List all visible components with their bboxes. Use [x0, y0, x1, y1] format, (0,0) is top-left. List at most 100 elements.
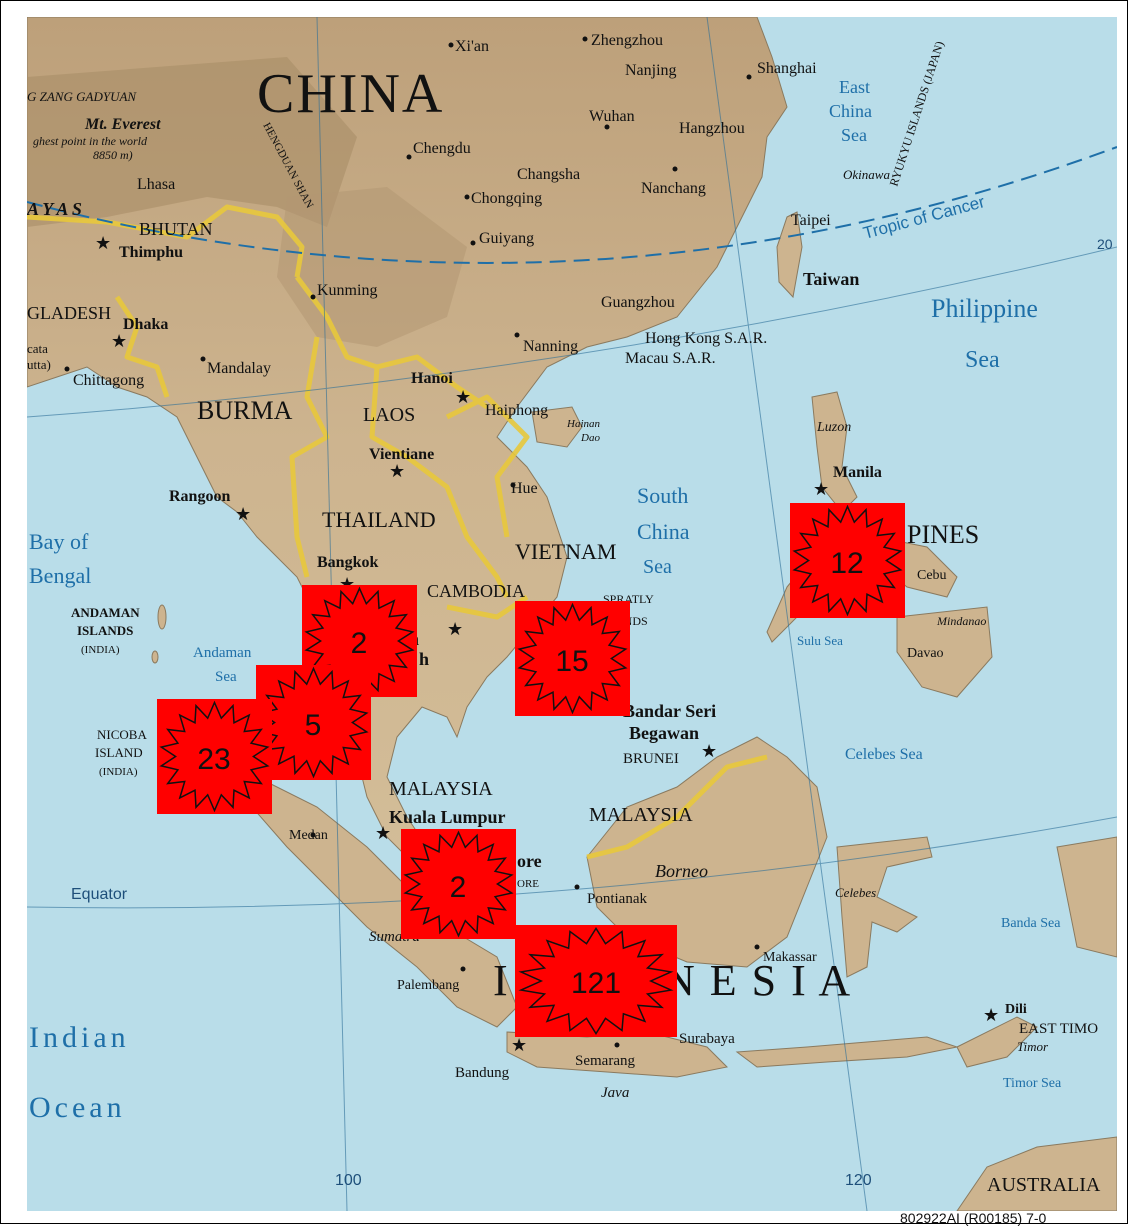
water-south-china-sea-3: Sea — [643, 556, 672, 578]
sulawesi-island — [836, 836, 933, 978]
city-bandar-seri-1: Bandar Seri — [623, 701, 716, 721]
badge-java[interactable]: 121 — [515, 925, 677, 1037]
city-palembang: Palembang — [397, 978, 459, 993]
label-timor: Timor — [1017, 1039, 1049, 1054]
label-everest-note-2: 8850 m) — [93, 148, 133, 162]
badge-singapore[interactable]: 2 — [401, 829, 516, 939]
tropic-of-cancer-line — [27, 146, 1117, 264]
svg-text:★: ★ — [455, 387, 471, 407]
country-label-philippines: PINES — [907, 520, 979, 549]
new-guinea-edge — [1056, 836, 1117, 958]
svg-text:★: ★ — [389, 461, 405, 481]
label-singapore-fragment: ore — [517, 851, 542, 871]
city-guangzhou: Guangzhou — [601, 294, 675, 311]
label-himalayas: A Y A S — [27, 199, 82, 219]
label-penh-fragment-2: h — [419, 649, 429, 669]
svg-text:★: ★ — [111, 331, 127, 351]
water-bay-of-bengal-2: Bengal — [29, 563, 91, 588]
country-borders — [27, 204, 768, 860]
badge-vietnam-south[interactable]: 15 — [515, 601, 630, 716]
country-label-thailand: THAILAND — [322, 507, 436, 532]
city-thimphu: Thimphu — [119, 244, 183, 261]
water-philippine-sea-2: Sea — [965, 347, 1000, 373]
water-indian-ocean-1: Indian — [29, 1021, 130, 1054]
city-makassar: Makassar — [763, 950, 817, 965]
country-label-bhutan: BHUTAN — [139, 219, 213, 239]
city-wuhan: Wuhan — [589, 108, 635, 125]
water-south-china-sea-2: China — [637, 519, 690, 544]
label-everest-note-1: ghest point in the world — [33, 134, 148, 148]
water-indian-ocean-2: Ocean — [29, 1091, 126, 1124]
label-nicobar-2: ISLAND — [95, 745, 143, 760]
svg-text:★: ★ — [447, 619, 463, 639]
city-chengdu: Chengdu — [413, 140, 471, 157]
water-philippine-sea-1: Philippine — [931, 294, 1038, 323]
label-andaman-islands-2: ISLANDS — [77, 623, 133, 638]
city-bandung: Bandung — [455, 1065, 510, 1081]
label-singapore-fragment-2: ORE — [517, 878, 539, 890]
city-hong-kong: Hong Kong S.A.R. — [645, 330, 767, 347]
hainan-island — [531, 406, 583, 448]
country-label-australia: AUSTRALIA — [987, 1174, 1101, 1196]
label-nicobar-1: NICOBA — [97, 727, 147, 742]
city-rangoon: Rangoon — [169, 488, 230, 505]
label-luzon: Luzon — [816, 420, 851, 435]
water-east-china-sea-2: China — [829, 101, 872, 121]
label-andaman-islands-1: ANDAMAN — [71, 605, 140, 620]
badge-value: 2 — [450, 871, 467, 904]
city-xian: Xi'an — [455, 38, 489, 55]
map-credit: 802922AI (R00185) 7-0 — [900, 1210, 1047, 1226]
taiwan-island — [776, 211, 803, 299]
label-kolkata-1: cata — [27, 341, 48, 356]
country-label-burma: BURMA — [197, 396, 293, 425]
city-nanchang: Nanchang — [641, 180, 706, 197]
timor-island — [956, 1016, 1038, 1068]
city-mandalay: Mandalay — [207, 360, 271, 377]
label-mindanao: Mindanao — [936, 614, 986, 628]
water-bay-of-bengal-1: Bay of — [29, 529, 89, 554]
badge-andaman-coast[interactable]: 5 — [256, 665, 371, 780]
city-dot-markers — [64, 36, 760, 1048]
city-guiyang: Guiyang — [479, 230, 534, 247]
city-chittagong: Chittagong — [73, 372, 144, 389]
label-kolkata-2: utta) — [27, 357, 51, 372]
badge-value: 5 — [305, 709, 322, 742]
water-okinawa: Okinawa — [843, 167, 890, 182]
svg-text:★: ★ — [95, 233, 111, 253]
label-equator: Equator — [71, 886, 128, 903]
badge-sumatra-north[interactable]: 23 — [157, 699, 272, 814]
badge-philippines[interactable]: 12 — [790, 503, 905, 618]
city-manila: Manila — [833, 464, 882, 481]
city-zhengzhou: Zhengzhou — [591, 32, 663, 49]
badge-value: 23 — [197, 743, 230, 776]
water-south-china-sea-1: South — [637, 483, 688, 508]
label-lat-20: 20 — [1097, 236, 1113, 252]
water-andaman-sea-1: Andaman — [193, 645, 252, 661]
label-nicobar-3: (INDIA) — [99, 766, 138, 778]
label-celebes: Celebes — [835, 885, 876, 900]
city-kunming: Kunming — [317, 282, 377, 299]
country-label-laos: LAOS — [363, 404, 415, 426]
water-banda-sea: Banda Sea — [1001, 916, 1061, 931]
city-bandar-seri-2: Begawan — [629, 723, 699, 743]
city-dili: Dili — [1005, 1002, 1027, 1017]
label-lon-120: 120 — [845, 1172, 872, 1189]
city-haiphong: Haiphong — [485, 402, 548, 419]
city-taipei: Taipei — [791, 212, 831, 229]
australia-coast — [956, 1136, 1117, 1211]
badge-value: 12 — [830, 547, 863, 580]
city-semarang: Semarang — [575, 1053, 635, 1069]
label-java: Java — [601, 1085, 629, 1101]
badge-value: 121 — [571, 967, 621, 1000]
country-label-vietnam: VIETNAM — [515, 539, 616, 564]
himalaya-highlands — [27, 57, 357, 227]
city-cebu: Cebu — [917, 568, 947, 583]
city-hangzhou: Hangzhou — [679, 120, 745, 137]
svg-text:★: ★ — [701, 741, 717, 761]
country-label-malaysia-east: MALAYSIA — [589, 804, 693, 826]
label-taiwan: Taiwan — [803, 269, 859, 289]
city-nanjing: Nanjing — [625, 62, 677, 79]
city-lhasa: Lhasa — [137, 176, 175, 193]
country-label-cambodia: CAMBODIA — [427, 581, 525, 601]
svg-text:★: ★ — [235, 504, 251, 524]
